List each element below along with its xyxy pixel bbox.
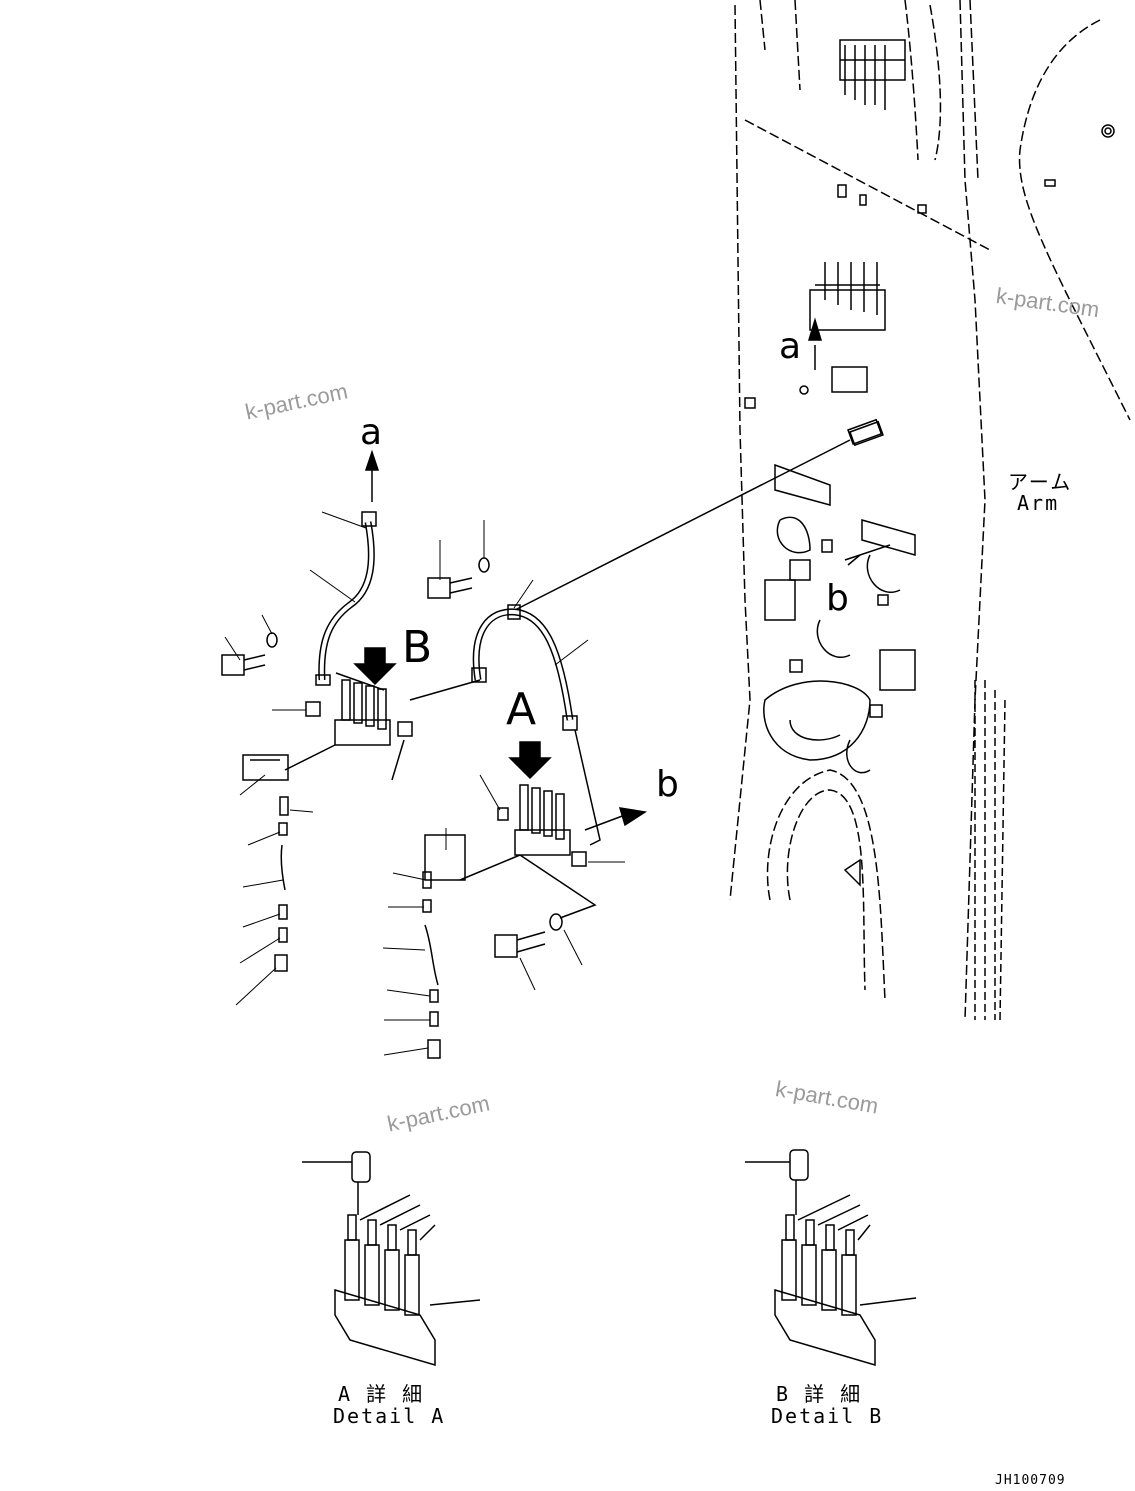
arm-pin [849, 420, 884, 447]
view-label-B: B [402, 622, 433, 673]
view-label-b-arm: b [826, 578, 849, 619]
hose-b [471, 604, 578, 731]
arm-side-band [974, 680, 1006, 1021]
nozzle-set-middle [422, 834, 466, 1059]
arm-small-bolts [744, 124, 1115, 446]
nozzle-set-left [242, 744, 336, 972]
arm-label-en: Arm [1017, 491, 1060, 515]
bolt-mid [427, 557, 490, 599]
bolt-left [221, 632, 278, 676]
detail-b-caption-jp: B 詳 細 [776, 1382, 863, 1406]
arm-mid-manifold [807, 262, 886, 370]
view-label-b-right: b [656, 764, 679, 805]
detail-a-caption-jp: A 詳 細 [338, 1382, 425, 1406]
arm-outline [729, 0, 1131, 1021]
pin-leader [514, 439, 851, 611]
hose-a [315, 449, 380, 686]
arm-clamps [763, 463, 916, 887]
detail-b-caption-en: Detail B [771, 1404, 884, 1428]
arm-top-manifold [839, 39, 906, 110]
drawing-code: JH100709 [995, 1473, 1066, 1488]
detail-a-drawing [302, 1151, 481, 1367]
manifold-a [459, 729, 648, 919]
view-label-a-top: a [360, 412, 383, 453]
view-label-A: A [506, 684, 537, 735]
bolt-lower [494, 913, 563, 958]
arm-label-jp: アーム [1008, 470, 1073, 494]
view-label-a-arm: a [779, 326, 802, 367]
leader-lines [224, 511, 625, 1056]
detail-b-drawing [745, 1149, 917, 1367]
manifold-b [305, 647, 481, 781]
detail-a-caption-en: Detail A [333, 1404, 446, 1428]
